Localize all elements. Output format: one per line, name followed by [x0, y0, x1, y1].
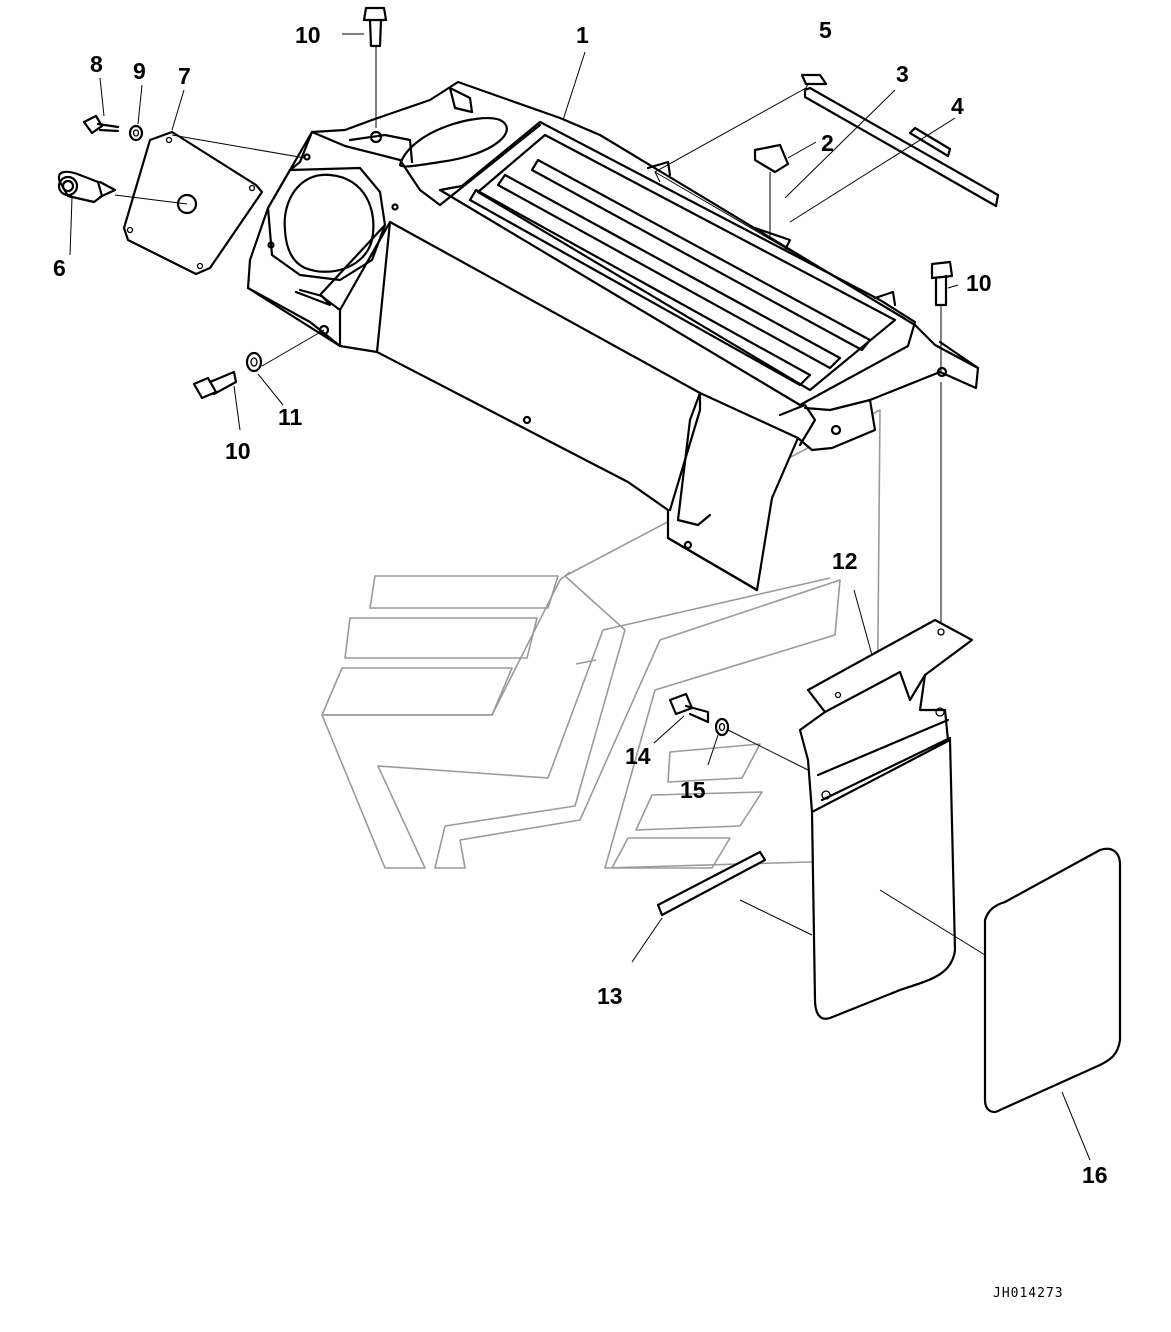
part-9-washer	[128, 124, 144, 142]
part-11-washer	[245, 351, 263, 373]
part-10-bolt-top	[362, 6, 388, 48]
part-7-cover-plate	[122, 130, 264, 276]
callout-10-top: 10	[295, 22, 321, 48]
part-8-bolt	[82, 114, 120, 135]
callout-8: 8	[90, 51, 103, 77]
callout-10-left: 10	[225, 438, 251, 464]
part-5-small-strip	[800, 73, 828, 86]
callout-6: 6	[53, 255, 66, 281]
callout-labels: 1 2 3 4 5 6 7 8 9 10 10 10 11 12 13 14 1…	[53, 17, 1108, 1188]
callout-4: 4	[951, 93, 964, 119]
part-2-pad	[753, 143, 790, 174]
callout-7: 7	[178, 63, 191, 89]
part-14-bolt	[668, 692, 710, 724]
part-6-connector	[57, 170, 117, 204]
callout-9: 9	[133, 58, 146, 84]
callout-13: 13	[597, 983, 623, 1009]
callout-12: 12	[832, 548, 858, 574]
callout-14: 14	[625, 743, 651, 769]
callout-3: 3	[896, 61, 909, 87]
ghost-machine-outline	[321, 409, 881, 869]
callout-1: 1	[576, 22, 589, 48]
part-3-long-strip	[803, 86, 1000, 208]
callout-10-right: 10	[966, 270, 992, 296]
callout-16: 16	[1082, 1162, 1108, 1188]
callout-11: 11	[278, 404, 303, 430]
part-10-bolt-right	[930, 260, 954, 307]
part-4-short-strip	[908, 126, 952, 158]
callout-5: 5	[819, 17, 832, 43]
document-id: JH014273	[993, 1286, 1064, 1301]
part-13-strip	[656, 850, 767, 917]
leader-lines	[69, 33, 1091, 1161]
callout-15: 15	[680, 777, 706, 803]
part-15-washer	[714, 717, 730, 737]
mud-flap	[810, 738, 957, 1020]
part-10-bolt-left	[192, 370, 238, 400]
callout-2: 2	[821, 130, 834, 156]
part-16-plate	[983, 847, 1122, 1114]
part-1-step-housing	[246, 80, 980, 592]
